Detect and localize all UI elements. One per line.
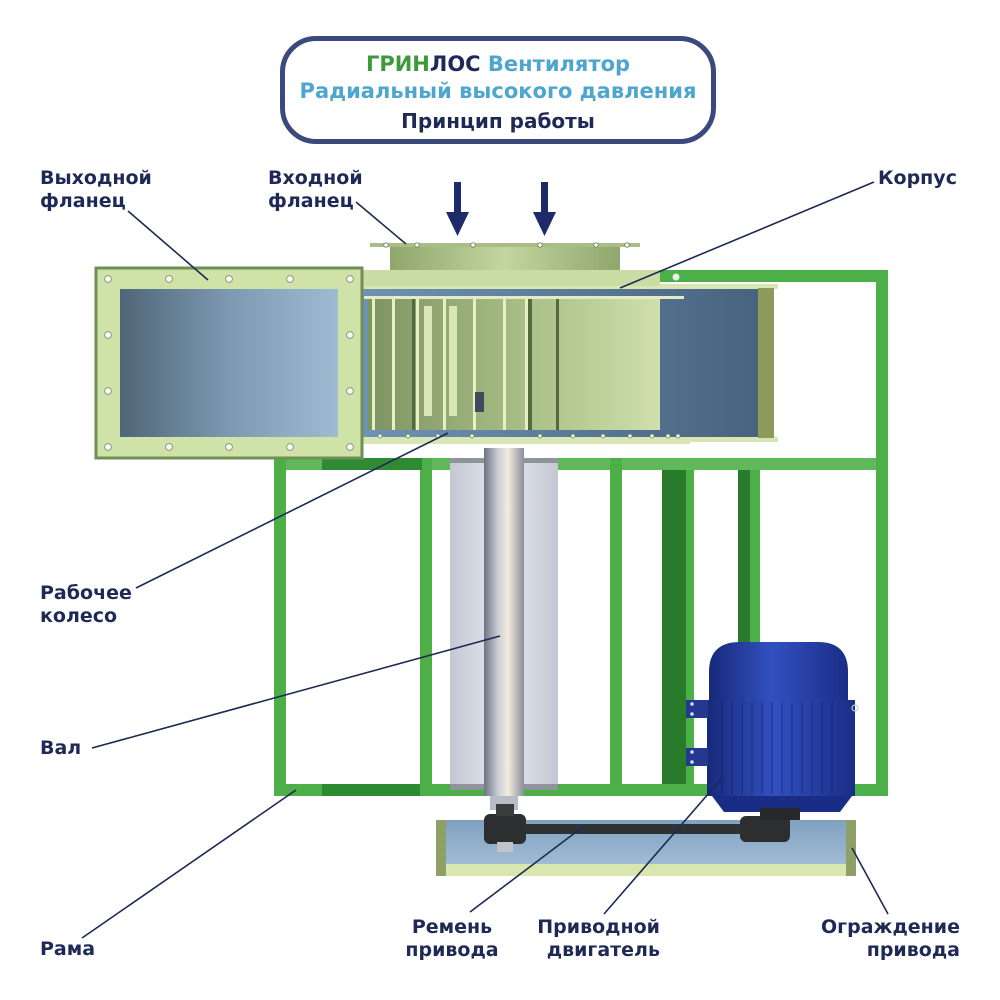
title-line-1: ГРИНЛОС Вентилятор <box>285 51 711 77</box>
label-text: фланец <box>40 190 126 212</box>
label-outlet-flange: Выходной фланец <box>40 167 152 213</box>
brand-name-navy: ЛОС <box>429 52 481 76</box>
label-impeller: Рабочее колесо <box>40 582 132 628</box>
impeller <box>364 296 684 430</box>
product-name: Вентилятор <box>487 52 631 76</box>
label-drive-motor: Приводной двигатель <box>520 916 660 962</box>
label-text: Рама <box>40 938 96 960</box>
brand-name-green: ГРИН <box>365 52 430 76</box>
label-text: Корпус <box>878 167 957 189</box>
leader-housing <box>619 181 875 289</box>
label-text: Приводной <box>537 916 660 938</box>
leader-drive-motor <box>603 777 723 915</box>
label-text: привода <box>405 939 499 961</box>
label-shaft: Вал <box>40 737 81 760</box>
label-inlet-flange: Входной фланец <box>268 167 363 213</box>
outlet-flange <box>94 266 364 460</box>
drive-belt <box>484 804 790 852</box>
leader-impeller <box>135 432 449 589</box>
leader-shaft <box>91 635 501 749</box>
frame <box>274 270 888 796</box>
label-drive-belt: Ремень привода <box>402 916 502 962</box>
label-text: Вал <box>40 737 82 759</box>
label-text: Рабочее <box>40 582 132 604</box>
label-text: Выходной <box>40 167 152 189</box>
inlet-flange <box>370 242 640 270</box>
label-text: Ремень <box>411 916 493 938</box>
leader-lines <box>81 181 889 939</box>
leader-drive-guard <box>851 847 889 915</box>
label-text: Ограждение <box>821 916 960 938</box>
leader-frame <box>81 789 297 939</box>
label-text: фланец <box>268 190 354 212</box>
arrow-down-icon <box>446 182 556 236</box>
shaft <box>450 448 558 810</box>
leader-outlet-flange <box>127 210 209 281</box>
label-frame: Рама <box>40 938 95 961</box>
leader-inlet-flange <box>355 201 407 245</box>
label-housing: Корпус <box>878 167 957 190</box>
title-box: ГРИНЛОС Вентилятор Радиальный высокого д… <box>280 36 716 144</box>
drive-motor <box>686 642 859 820</box>
title-line-2: Радиальный высокого давления <box>299 79 697 103</box>
label-text: колесо <box>40 605 118 627</box>
housing-bolts <box>377 433 681 439</box>
label-drive-guard: Ограждение привода <box>810 916 960 962</box>
leader-drive-belt <box>469 825 585 913</box>
label-text: Входной <box>268 167 363 189</box>
label-text: привода <box>866 939 960 961</box>
title-line-3: Принцип работы <box>401 109 595 133</box>
label-text: двигатель <box>546 939 660 961</box>
